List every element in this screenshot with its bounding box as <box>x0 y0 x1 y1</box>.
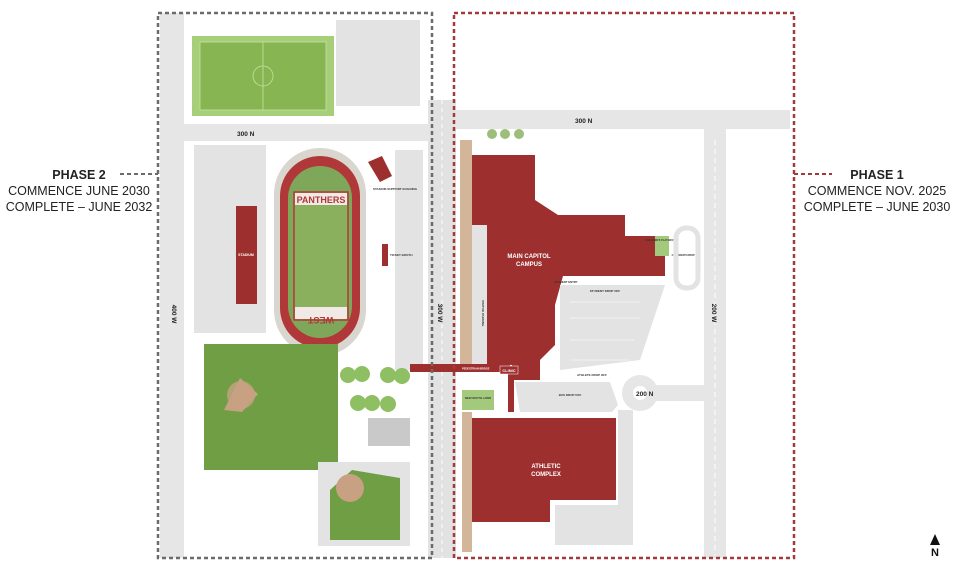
phase2-label: PHASE 2 COMMENCE JUNE 2030 COMPLETE – JU… <box>4 167 154 215</box>
street-200n: 200 N <box>636 391 654 398</box>
main-campus-label-1: MAIN CAPITOL <box>507 254 551 260</box>
visitor-parking-label: VISITOR PARKING <box>481 300 485 327</box>
phase2-complete: COMPLETE – JUNE 2032 <box>5 200 153 214</box>
clinic <box>499 365 519 375</box>
north-indicator: N <box>926 534 944 559</box>
south-lawn-label: NEW SOUTH LAWN <box>465 396 491 400</box>
bus-dropoff-label: BUS DROP OFF <box>559 393 582 397</box>
childrens-dropoff-loop <box>673 225 701 291</box>
athletic-complex <box>472 418 616 522</box>
athlete-dropoff-label: ATHLETE DROP OFF <box>577 373 607 377</box>
bus-dropoff <box>515 382 618 412</box>
trees-north <box>487 129 524 139</box>
street-200w: 200 W <box>710 304 717 324</box>
athletic-label-1: ATHLETIC <box>531 464 561 470</box>
baseball-field <box>204 344 338 470</box>
student-parking <box>560 285 665 370</box>
stadium-building <box>236 206 257 304</box>
pedestrian-bridge <box>410 364 510 372</box>
phase2-boundary <box>156 11 434 560</box>
parking-lot-east-stadium <box>395 150 423 370</box>
parking-lot-south <box>555 505 625 545</box>
street-300n-right: 300 N <box>575 118 593 125</box>
phase2-commence: COMMENCE JUNE 2030 <box>8 184 150 198</box>
stadium-support-label: STADIUM SUPPORT BUILDING <box>373 187 418 191</box>
trees <box>340 366 410 412</box>
pedestrian-bridge-label: PEDESTRIAN BRIDGE <box>462 367 490 371</box>
phase1-complete: COMPLETE – JUNE 2030 <box>803 200 951 214</box>
childrens-playground <box>655 236 669 256</box>
street-400w: 400 W <box>170 305 177 325</box>
road-300n-right <box>455 110 790 129</box>
phase1-boundary <box>452 11 796 560</box>
phase1-title: PHASE 1 <box>850 168 904 182</box>
student-entry-label: STUDENT ENTRY <box>554 280 577 284</box>
phase2-title: PHASE 2 <box>52 168 106 182</box>
support-building-gray <box>368 418 410 446</box>
parking-lot-north <box>336 20 420 106</box>
main-capitol-campus <box>472 155 665 380</box>
street-300n-left: 300 N <box>237 131 255 138</box>
main-campus-label-2: CAMPUS <box>516 262 542 268</box>
new-south-lawn <box>462 390 494 410</box>
stadium-support-building <box>368 156 392 182</box>
ticket-booth-label: TICKET BOOTH <box>390 253 413 257</box>
street-300w: 300 W <box>436 304 443 324</box>
endzone-panthers: PANTHERS <box>297 195 346 205</box>
road-300n-left <box>184 124 430 141</box>
student-dropoff-label: STUDENT DROP OFF <box>590 289 621 293</box>
ticket-booth <box>382 244 388 266</box>
endzone-west: WEST <box>307 315 334 325</box>
parking-stalls <box>570 301 640 361</box>
playground-label: CHILDREN'S PLAYGROUND <box>645 239 679 242</box>
athletic-label-2: COMPLEX <box>531 472 561 478</box>
road-400w <box>160 13 184 558</box>
tan-walkway <box>460 140 472 370</box>
clinic-label: CLINIC <box>502 368 515 373</box>
north-label: N <box>931 547 939 559</box>
childrens-dropoff-label: CHILDREN'S DROP OFF <box>672 254 701 257</box>
phase1-commence: COMMENCE NOV. 2025 <box>807 184 947 198</box>
stadium-label: STADIUM <box>238 253 254 257</box>
phase1-label: PHASE 1 COMMENCE NOV. 2025 COMPLETE – JU… <box>798 167 956 215</box>
football-field <box>293 191 349 321</box>
north-arrow-icon <box>930 534 940 545</box>
